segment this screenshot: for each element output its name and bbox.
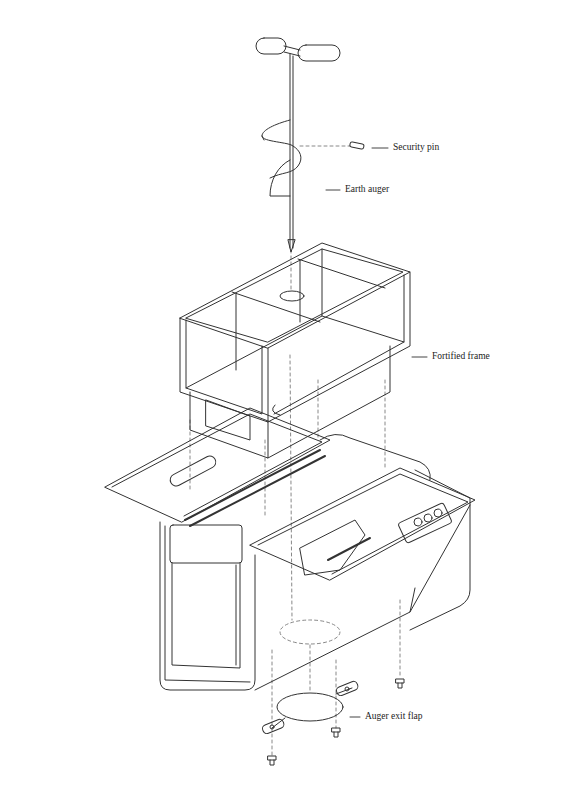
part-label: Security pin bbox=[392, 143, 440, 153]
bag-body bbox=[105, 408, 475, 690]
part-label: Auger exit flap bbox=[364, 712, 424, 722]
assembly-lines bbox=[190, 146, 400, 755]
auger-exit-flap bbox=[261, 679, 404, 765]
part-label: Fortified frame bbox=[431, 352, 491, 362]
part-label: Earth auger bbox=[344, 185, 390, 195]
leader-lines bbox=[326, 148, 427, 717]
earth-auger bbox=[256, 38, 364, 252]
